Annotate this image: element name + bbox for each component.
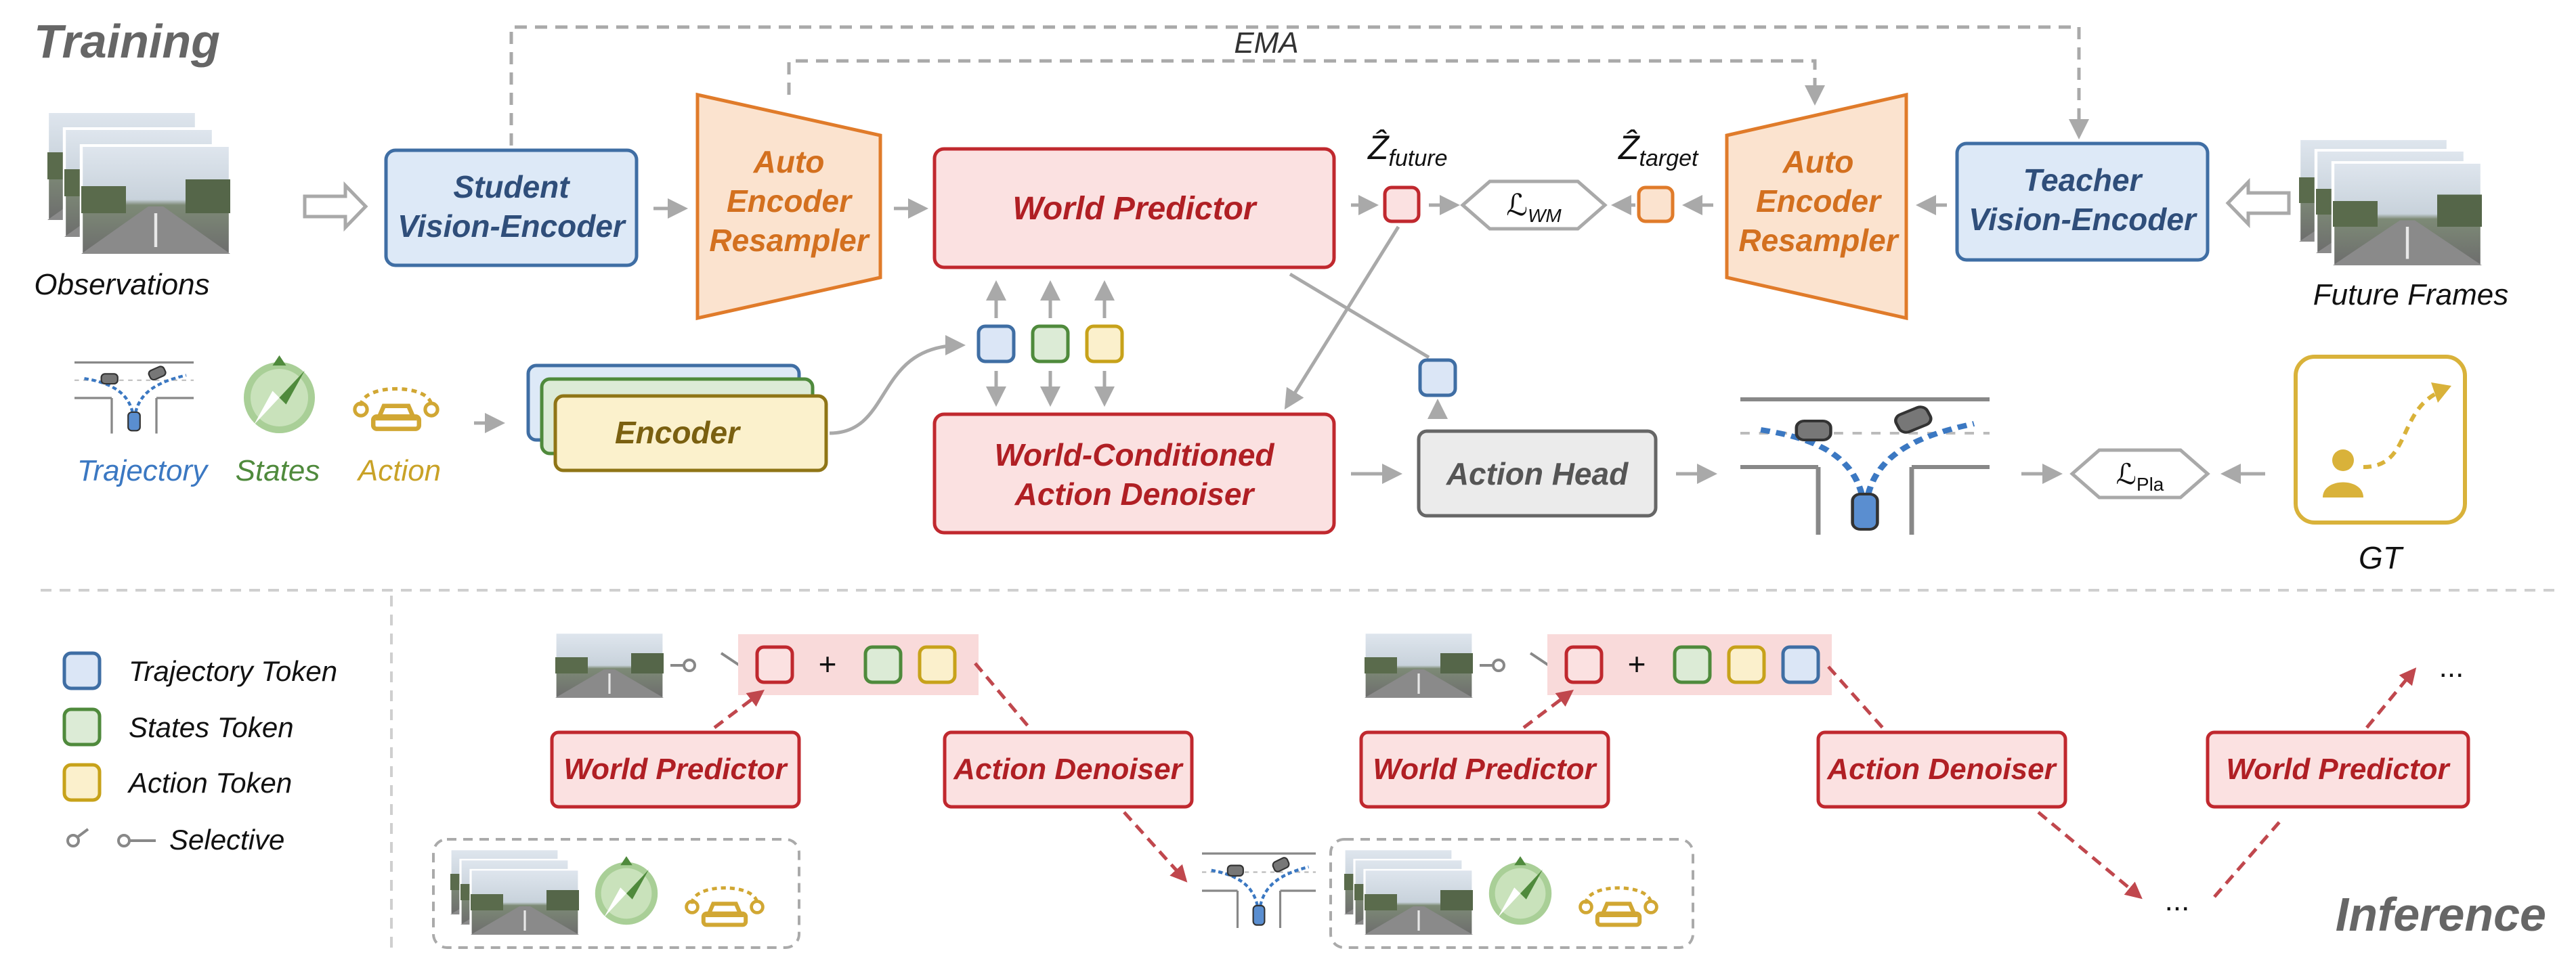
inference-world-predictor-1: World Predictor	[550, 730, 801, 809]
ema-connector	[509, 25, 2089, 146]
svg-text:World-Conditioned: World-Conditioned	[994, 437, 1274, 472]
gt-label: GT	[2359, 540, 2404, 575]
svg-text:+: +	[1628, 646, 1646, 682]
legend-states-label: States Token	[129, 711, 294, 743]
svg-text:Action Denoiser: Action Denoiser	[1014, 477, 1255, 512]
svg-text:Action Denoiser: Action Denoiser	[953, 753, 1184, 786]
observations-input-arrow	[303, 181, 368, 232]
action-head: Action Head	[1417, 429, 1658, 518]
action-label: Action	[356, 454, 441, 487]
inference-world-predictor-3: World Predictor	[2206, 730, 2470, 809]
trajectory-token-output	[1418, 358, 1457, 397]
svg-text:Action Denoiser: Action Denoiser	[1826, 753, 2057, 786]
legend-selective-label: Selective	[169, 824, 284, 856]
inference-inputs-group-1	[432, 838, 800, 949]
auto-encoder-resampler-right: Auto Encoder Resampler	[1725, 92, 1908, 321]
predicted-trajectory-icon	[1740, 386, 1990, 535]
inference-token-group-2: +	[1547, 634, 1832, 695]
inference-ellipsis-bottom: ...	[2165, 884, 2190, 917]
driver-route-icon	[2294, 355, 2467, 525]
world-conditioned-action-denoiser: World-Conditioned Action Denoiser	[932, 412, 1336, 535]
condition-tokens	[976, 324, 1124, 363]
svg-text:+: +	[819, 646, 837, 682]
auto-encoder-resampler-left: Auto Encoder Resampler	[695, 92, 882, 321]
future-frames-label: Future Frames	[2313, 278, 2509, 311]
legend-action-label: Action Token	[127, 767, 292, 799]
svg-text:Student: Student	[453, 169, 570, 204]
ema-label: EMA	[1234, 26, 1298, 60]
observations-label: Observations	[34, 268, 209, 301]
trajectory-label: Trajectory	[77, 454, 209, 487]
future-frames-icon	[2299, 139, 2482, 265]
training-heading: Training	[34, 15, 220, 68]
svg-text:ℒPla: ℒPla	[2116, 458, 2164, 495]
svg-text:World Predictor: World Predictor	[2226, 753, 2451, 786]
wm-loss: ℒWM	[1460, 179, 1608, 231]
inference-inputs-group-2	[1329, 838, 1694, 949]
svg-text:Vision-Encoder: Vision-Encoder	[398, 208, 626, 244]
legend-states-swatch	[62, 707, 102, 747]
svg-text:Teacher: Teacher	[2023, 162, 2143, 198]
teacher-vision-encoder: Teacher Vision-Encoder	[1955, 141, 2210, 262]
svg-text:Encoder: Encoder	[727, 183, 853, 219]
world-predictor-box: World Predictor	[932, 147, 1336, 269]
svg-text:World Predictor: World Predictor	[1012, 191, 1257, 227]
inference-heading: Inference	[2336, 888, 2546, 941]
future-frames-input-arrow	[2225, 177, 2291, 229]
svg-text:Encoder: Encoder	[1756, 183, 1882, 219]
svg-text:ℒWM: ℒWM	[1506, 189, 1562, 226]
svg-text:Action Head: Action Head	[1446, 456, 1629, 491]
student-vision-encoder: Student Vision-Encoder	[384, 148, 639, 267]
inference-token-group-1: +	[738, 634, 979, 695]
inference-trajectory-icon	[1202, 846, 1316, 928]
svg-text:Ẑfuture: Ẑfuture	[1367, 129, 1448, 171]
legend-trajectory-label: Trajectory Token	[129, 655, 337, 687]
legend-action-swatch	[62, 763, 102, 802]
svg-text:World Predictor: World Predictor	[1373, 753, 1597, 786]
svg-text:Resampler: Resampler	[709, 223, 870, 258]
svg-text:Vision-Encoder: Vision-Encoder	[1969, 202, 2197, 237]
svg-text:Encoder: Encoder	[615, 415, 741, 450]
inference-ellipsis-top: ...	[2439, 650, 2464, 684]
z-future-latent: Ẑfuture	[1367, 129, 1448, 223]
svg-text:Resampler: Resampler	[1738, 223, 1899, 258]
selective-switch-icon	[66, 828, 156, 847]
inference-world-predictor-2: World Predictor	[1359, 730, 1610, 809]
compass-icon	[242, 355, 317, 435]
legend-trajectory-swatch	[62, 651, 102, 690]
svg-text:Ẑtarget: Ẑtarget	[1618, 129, 1699, 171]
legend: Trajectory Token States Token Action Tok…	[62, 651, 337, 856]
inference-action-denoiser-2: Action Denoiser	[1816, 730, 2067, 809]
planning-loss: ℒPla	[2069, 448, 2210, 500]
road-intersection-icon	[74, 355, 194, 434]
inference-action-denoiser-1: Action Denoiser	[943, 730, 1194, 809]
car-route-icon	[355, 389, 437, 428]
inference-frame-2	[1363, 632, 1474, 699]
token-encoder: Encoder	[526, 363, 828, 472]
svg-text:World Predictor: World Predictor	[563, 753, 788, 786]
svg-text:Auto: Auto	[753, 144, 825, 179]
svg-text:Auto: Auto	[1782, 144, 1854, 179]
z-target-latent: Ẑtarget	[1618, 129, 1699, 223]
inference-frame-1	[554, 632, 665, 699]
states-label: States	[236, 454, 320, 487]
observations-frames-icon	[47, 112, 230, 254]
